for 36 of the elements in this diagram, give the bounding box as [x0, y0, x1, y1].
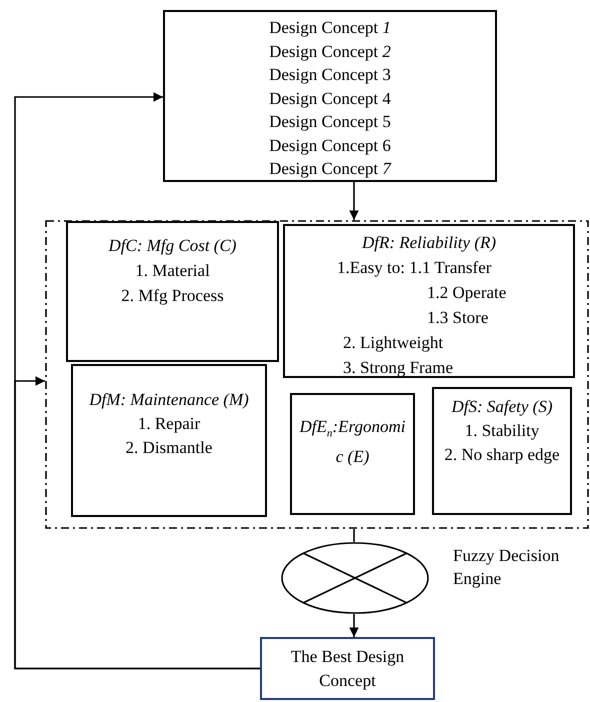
box-text: Design Concept 3: [269, 64, 391, 86]
box-text: The Best Design Concept: [290, 646, 406, 692]
box-text: 1.3 Store: [426, 307, 488, 329]
box-heading: DfM: Maintenance (M): [89, 389, 249, 411]
box-heading: DfR: Reliability (R): [362, 232, 496, 254]
box-text: Design Concept 5: [269, 111, 391, 133]
box-heading: DfC: Mfg Cost (C): [108, 235, 236, 257]
process-box: [66, 221, 279, 362]
process-box: [260, 637, 435, 700]
box-text: 1. Material: [135, 260, 210, 282]
box-text: 2. No sharp edge: [444, 444, 560, 466]
box-text: Design Concept 7: [269, 158, 391, 180]
box-text: 3. Strong Frame: [342, 357, 454, 379]
arrow: [14, 376, 260, 670]
arrow: [349, 182, 359, 220]
box-text: 1. Stability: [464, 420, 540, 442]
box-text: 2. Dismantle: [126, 437, 212, 459]
box-text: 2. Lightweight: [342, 332, 444, 354]
process-box: [283, 224, 575, 378]
process-box: [290, 393, 415, 515]
process-box: [163, 10, 497, 182]
engine-label: Fuzzy Decision Engine: [453, 545, 560, 590]
box-text: 1.2 Operate: [426, 282, 506, 304]
box-heading: DfE$_{n}$:Ergonomic (E): [298, 416, 406, 468]
box-text: 1.Easy to: 1.1 Transfer: [336, 257, 492, 279]
box-text: Design Concept 6: [269, 134, 391, 157]
box-text: 1. Repair: [138, 413, 200, 435]
box-text: 2. Mfg Process: [121, 285, 224, 307]
box-text: Design Concept 1: [269, 17, 391, 39]
box-text: Design Concept 4: [269, 88, 391, 110]
box-text: Design Concept 2: [269, 40, 391, 63]
process-box: [432, 387, 572, 515]
process-box: [71, 364, 267, 517]
connector-line: [353, 529, 355, 542]
box-heading: DfS: Safety (S): [451, 396, 553, 418]
arrow: [349, 614, 359, 637]
